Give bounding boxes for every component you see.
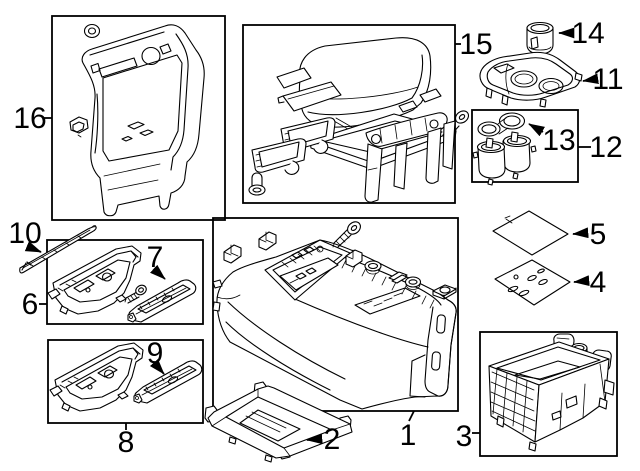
part-9-slide-tray[interactable] [133, 360, 203, 404]
leader-1 [408, 410, 415, 422]
part-4-mat[interactable] [494, 259, 571, 306]
hinge-mechanism [364, 112, 456, 203]
box-3 [479, 331, 618, 457]
box-6 [46, 239, 204, 325]
screw [332, 221, 361, 248]
callout-3[interactable]: 3 [456, 420, 473, 453]
leader-lines [24, 27, 599, 445]
box-12 [471, 109, 579, 183]
part-8-storage-compartment[interactable] [49, 342, 144, 412]
callout-2[interactable]: 2 [324, 423, 341, 456]
stud [248, 172, 266, 196]
callout-8[interactable]: 8 [118, 426, 135, 459]
callout-9[interactable]: 9 [147, 337, 164, 370]
part-3-storage-bin[interactable] [488, 333, 615, 452]
callout-11[interactable]: 11 [592, 63, 623, 96]
leader-10 [24, 241, 42, 253]
callout-12[interactable]: 12 [589, 131, 622, 164]
callout-16[interactable]: 16 [13, 102, 46, 135]
part-14-cupholder-insert[interactable] [526, 21, 554, 55]
part-15-armrest-assembly[interactable] [248, 37, 471, 203]
part-6-storage-compartment[interactable] [47, 245, 142, 315]
armrest-lid [298, 37, 432, 128]
part-13-ring-plate[interactable] [477, 112, 526, 137]
tray-lower [251, 138, 307, 175]
leader-13 [528, 123, 545, 137]
screw [124, 284, 147, 304]
callout-14[interactable]: 14 [571, 17, 604, 50]
leader-2 [306, 433, 323, 445]
leader-4 [573, 275, 590, 286]
hardware-clips [223, 231, 457, 300]
callout-6[interactable]: 6 [22, 288, 39, 321]
leader-5 [572, 227, 589, 239]
retainer-clip [69, 116, 89, 138]
part-1-console-body[interactable] [212, 219, 457, 410]
box-15 [242, 24, 456, 204]
leader-11 [582, 73, 599, 85]
part-5-mat[interactable] [492, 210, 569, 256]
part-11-cupholder-tray[interactable] [479, 51, 583, 108]
part-10-trim-strip[interactable] [19, 225, 97, 274]
callout-5[interactable]: 5 [590, 218, 607, 251]
callout-10[interactable]: 10 [8, 217, 41, 250]
callout-13[interactable]: 13 [542, 124, 575, 157]
part-12-cupholder-unit[interactable] [472, 131, 537, 186]
leader-7 [150, 264, 166, 280]
callout-4[interactable]: 4 [590, 266, 607, 299]
cup-right [502, 131, 537, 180]
callout-1[interactable]: 1 [400, 419, 417, 452]
box-1 [212, 217, 459, 412]
leader-9 [149, 358, 165, 375]
callout-15[interactable]: 15 [459, 28, 492, 61]
callout-labels: 1 2 3 4 5 6 7 8 9 10 11 12 13 14 15 16 [8, 17, 623, 459]
callout-7[interactable]: 7 [147, 241, 164, 274]
cup-left [472, 137, 506, 186]
part-16-rear-trim-panel[interactable] [69, 23, 205, 217]
